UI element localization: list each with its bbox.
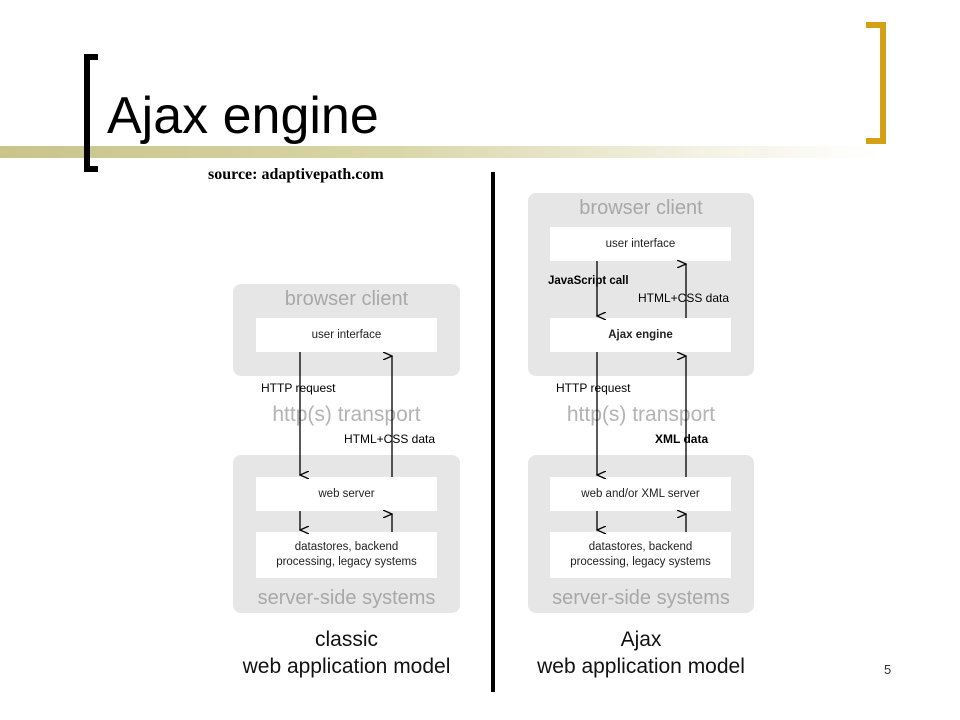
ajax-html-css-label: HTML+CSS data (638, 291, 730, 305)
classic-caption: classic web application model (213, 626, 480, 680)
ajax-javascript-call-label: JavaScript call (548, 275, 629, 287)
ajax-http-request-label: HTTP request (556, 381, 631, 395)
classic-caption-line1: classic (314, 628, 378, 651)
slide-title: Ajax engine (107, 87, 379, 145)
classic-html-css-label: HTML+CSS data (344, 432, 436, 446)
ajax-caption-line2: web application model (537, 655, 745, 678)
left-bracket-decoration (84, 54, 98, 172)
ajax-transport-label: http(s) transport (566, 403, 716, 426)
ajax-web-xml-server-box: web and/or XML server (550, 477, 731, 511)
classic-user-interface-box: user interface (256, 318, 437, 352)
classic-web-server-box: web server (256, 477, 437, 511)
ajax-caption: Ajax web application model (508, 626, 774, 680)
ajax-engine-label: Ajax engine (608, 328, 673, 341)
ajax-browser-client-title: browser client (579, 197, 703, 219)
right-bracket-decoration (866, 22, 886, 144)
classic-http-request-label: HTTP request (261, 381, 336, 395)
classic-caption-line2: web application model (242, 655, 451, 678)
title-underline-bar (0, 146, 880, 158)
page-number: 5 (884, 662, 892, 677)
classic-user-interface-label: user interface (311, 328, 382, 341)
classic-datastores-line2: processing, legacy systems (276, 556, 417, 568)
ajax-datastores-line2: processing, legacy systems (570, 556, 711, 568)
classic-transport-label: http(s) transport (272, 403, 421, 426)
classic-datastores-box: datastores, backend processing, legacy s… (256, 532, 437, 578)
center-divider (491, 172, 495, 692)
source-credit: source: adaptivepath.com (208, 166, 384, 183)
ajax-web-xml-server-label: web and/or XML server (581, 487, 700, 500)
ajax-caption-line1: Ajax (620, 628, 662, 651)
ajax-datastores-box: datastores, backend processing, legacy s… (550, 532, 731, 578)
classic-browser-client-title: browser client (284, 288, 409, 310)
classic-web-server-label: web server (318, 487, 375, 500)
ajax-datastores-line1: datastores, backend (588, 541, 693, 553)
classic-server-side-title: server-side systems (257, 587, 436, 609)
classic-datastores-line1: datastores, backend (294, 541, 399, 553)
ajax-user-interface-box: user interface (550, 227, 731, 261)
ajax-xml-data-label: XML data (655, 432, 709, 446)
ajax-server-side-title: server-side systems (552, 587, 730, 609)
ajax-engine-box: Ajax engine (550, 318, 731, 352)
ajax-user-interface-label: user interface (605, 237, 676, 250)
